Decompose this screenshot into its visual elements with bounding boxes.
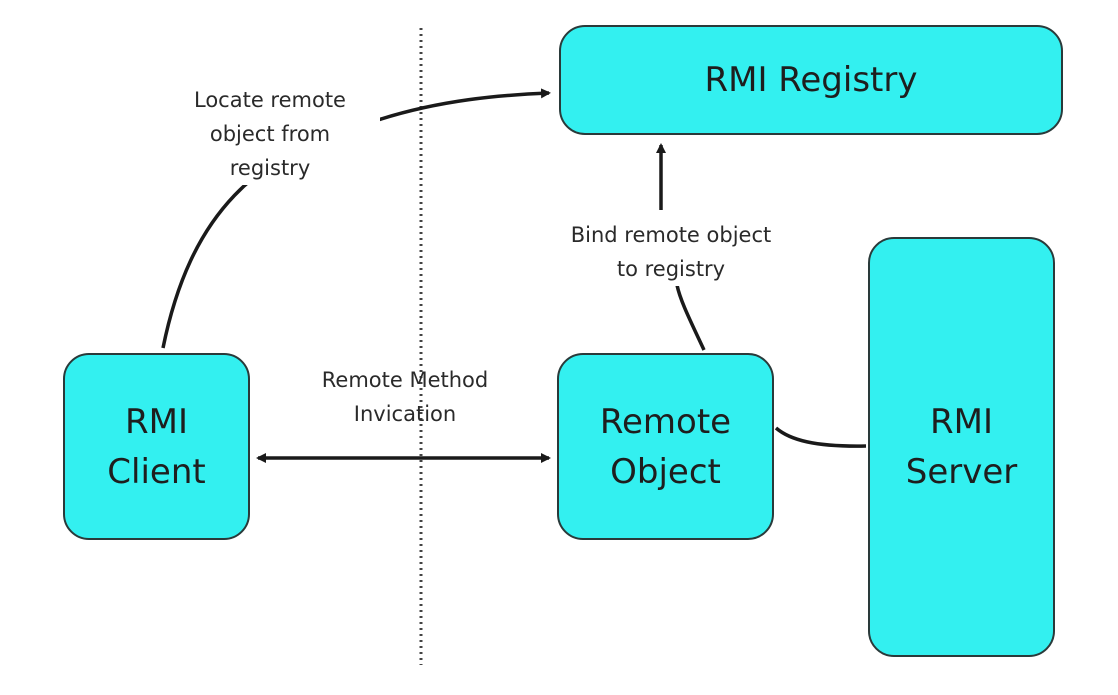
rmi-server-node: RMI Server <box>868 237 1055 657</box>
rmi-client-label: RMI Client <box>107 401 206 492</box>
invocation-edge-label: Remote Method Invication <box>321 368 489 426</box>
rmi-server-label: RMI Server <box>905 402 1018 492</box>
bind-edge-label: Bind remote object to registry <box>537 218 805 286</box>
rmi-client-node: RMI Client <box>63 353 250 540</box>
rmi-registry-label: RMI Registry <box>704 60 918 100</box>
locate-edge-label: Locate remote object from registry <box>160 83 380 185</box>
remote-object-label: Remote Object <box>599 401 732 492</box>
rmi-registry-node: RMI Registry <box>559 25 1063 135</box>
server-connector <box>774 426 867 448</box>
bind-arrow <box>675 284 706 351</box>
remote-object-node: Remote Object <box>557 353 774 540</box>
